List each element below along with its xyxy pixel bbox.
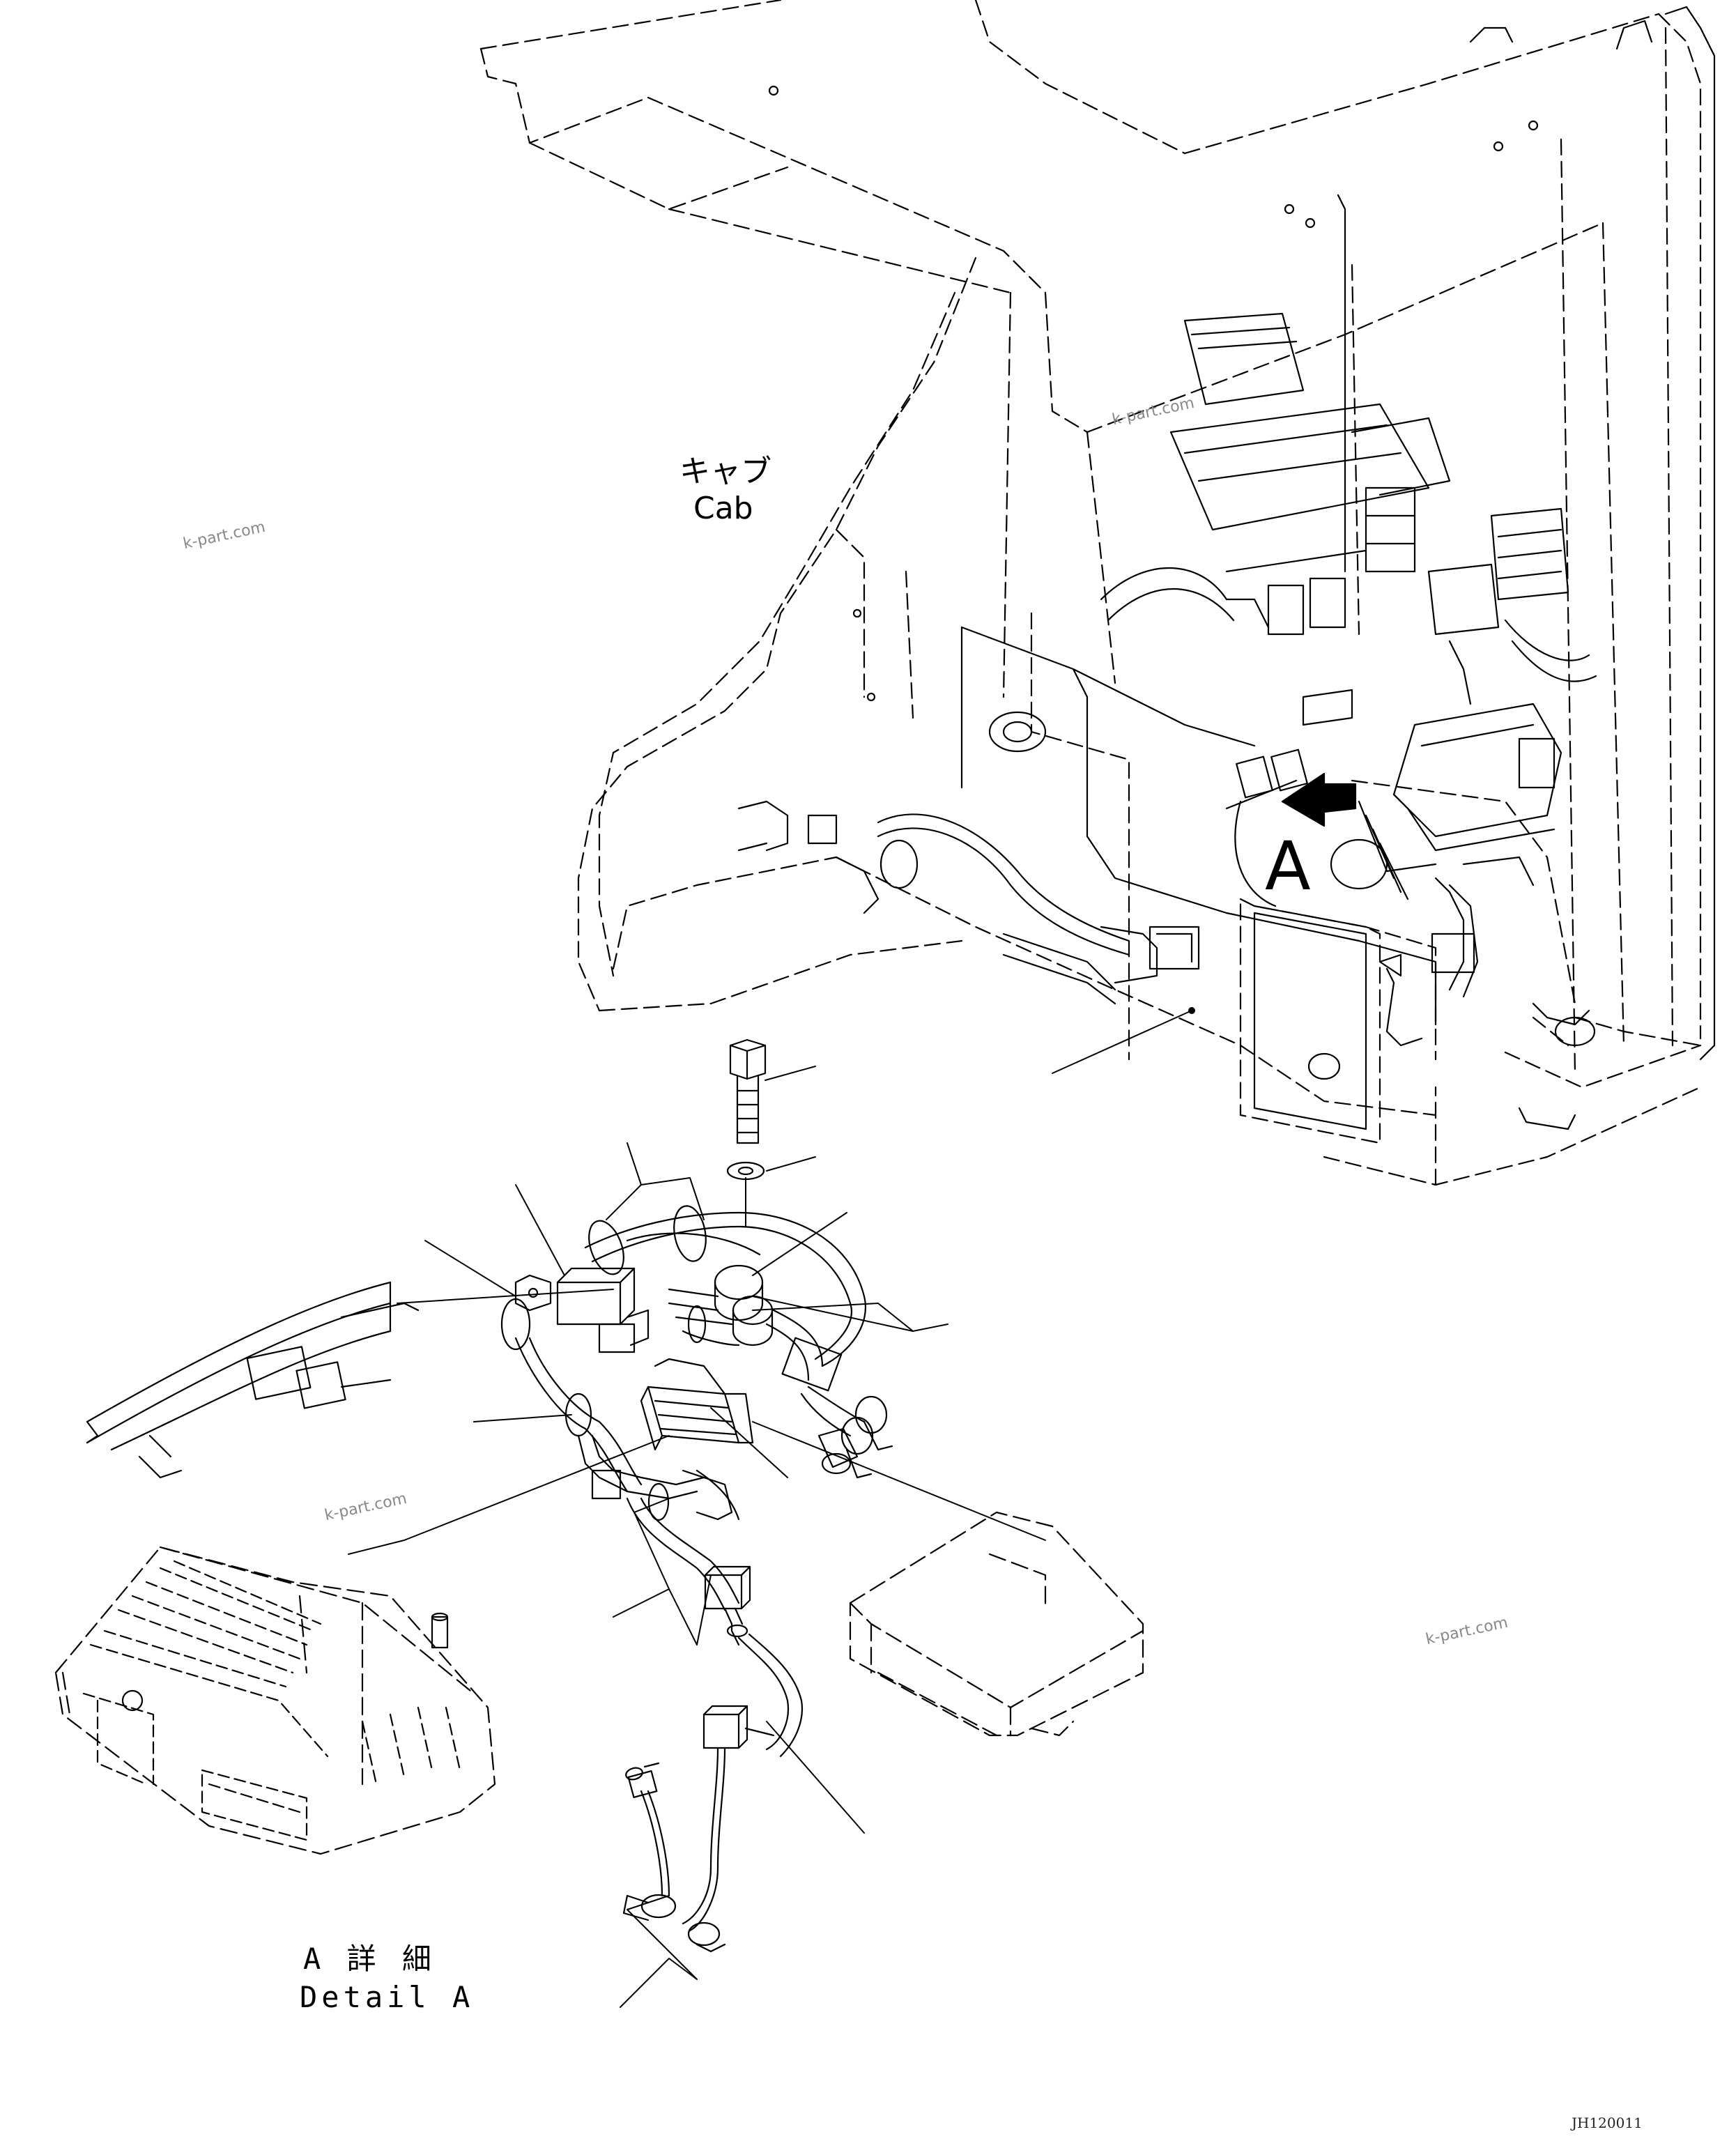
cab-label-english: Cab (693, 491, 753, 526)
controller-small-box (849, 1511, 1144, 1737)
cab-frame-solid (768, 6, 1716, 1130)
cut-wire (86, 1281, 420, 1479)
detail-label-english: Detail A (300, 1980, 475, 2014)
detail-label-japanese: A 詳 細 (303, 1942, 436, 1976)
controller-box-installed (1358, 703, 1562, 900)
bolt (729, 1038, 767, 1144)
harness-installed (737, 749, 1479, 1047)
cab-label-japanese: キャブ (679, 454, 771, 489)
antenna-connector (121, 1612, 449, 1712)
wire-harness-detail (500, 1205, 893, 1953)
view-letter-a: A (1265, 827, 1311, 905)
harness-relay-connector (514, 1267, 650, 1353)
fuse-relay-panel (1100, 312, 1597, 726)
cab-frame (479, 0, 1702, 1186)
leader-lines (348, 1007, 1195, 2008)
drawing-code: JH120011 (1572, 2115, 1643, 2131)
view-arrow-a (1234, 772, 1357, 907)
controller-finned-box (54, 1546, 496, 1855)
washer (726, 1161, 765, 1181)
panel-cover-plate (960, 626, 1437, 1144)
controller-finned-box-fins (82, 1560, 461, 1841)
